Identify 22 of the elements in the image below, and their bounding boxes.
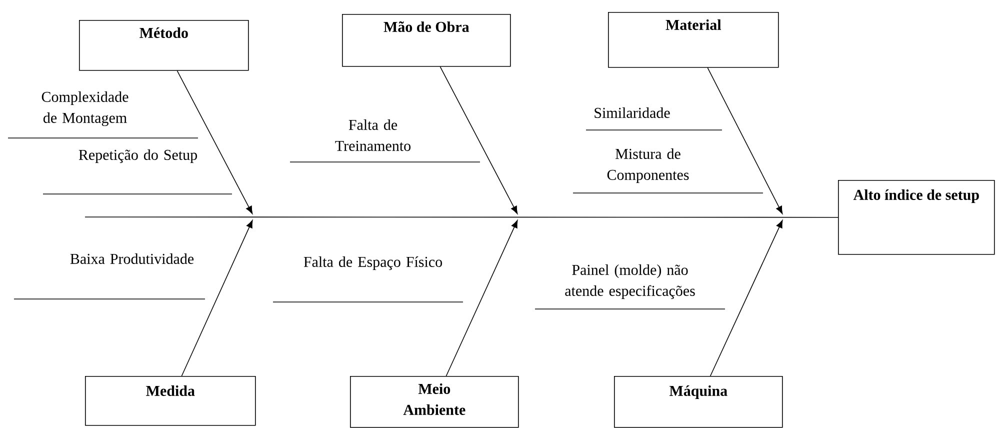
cause-box: Meio Ambiente <box>350 376 519 428</box>
cause-label: Falta de Treinamento <box>335 119 410 151</box>
arrow <box>446 220 518 376</box>
cause-label: Similaridade <box>594 107 670 118</box>
arrow <box>440 66 518 214</box>
cause-label: Complexidade de Montagem <box>42 91 128 126</box>
arrow <box>707 67 783 214</box>
cause-box: Mão de Obra <box>342 14 511 67</box>
cause-label: Baixa Produtividade <box>70 253 194 264</box>
cause-box: Método <box>79 20 249 71</box>
cause-label: Mistura de Componentes <box>607 148 689 183</box>
cause-box: Máquina <box>614 376 783 428</box>
cause-label: Painel (molde) não atende especificações <box>565 264 695 299</box>
cause-label: Falta de Espaço Físico <box>304 256 442 270</box>
arrow <box>181 220 253 376</box>
arrow <box>176 70 253 214</box>
arrow <box>710 220 783 376</box>
effect-box: Alto índice de setup <box>838 180 995 255</box>
cause-box: Medida <box>85 376 256 426</box>
spine-line <box>84 216 838 218</box>
cause-label: Repetição do Setup <box>78 149 197 163</box>
cause-box: Material <box>608 12 779 68</box>
